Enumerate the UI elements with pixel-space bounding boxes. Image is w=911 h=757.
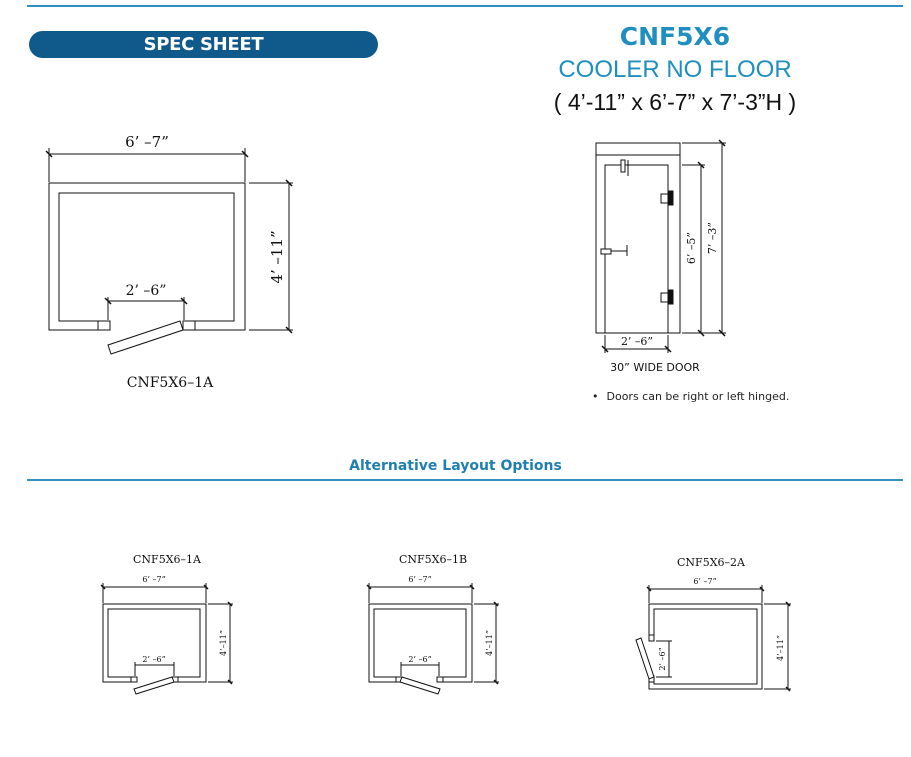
alt-1a-door-label: 2’ –6”	[142, 655, 165, 664]
alternative-layouts-heading: Alternative Layout Options	[349, 458, 562, 474]
alt-1b-caption: CNF5X6–1B	[399, 553, 467, 566]
alt-layout-2a: CNF5X6–2A 6’ –7” 2’ –6” 4’–11”	[635, 556, 791, 692]
front-elevation: 6’ –5” 7’ –3” 2’ –6”	[595, 139, 726, 353]
alt-1a-depth-label: 4’–11”	[219, 630, 228, 656]
elevation-height-label: 7’ –3”	[706, 222, 719, 254]
bullet-icon: •	[592, 390, 599, 403]
main-floor-plan: 6’ –7” 2’ –6” 4’ –11” CNF5X6–1A	[45, 133, 293, 391]
hinge-note-text: Doors can be right or left hinged.	[606, 390, 790, 403]
alt-2a-width-label: 6’ –7”	[693, 577, 716, 586]
alt-layout-1b: CNF5X6–1B 6’ –7” 2’ –6” 4’–11”	[366, 553, 499, 695]
hinge-note: • Doors can be right or left hinged.	[592, 390, 789, 403]
alt-1b-depth-label: 4’–11”	[485, 630, 494, 656]
alt-1b-door-label: 2’ –6”	[408, 655, 431, 664]
overall-dimensions: ( 4’-11” x 6’-7” x 7’-3”H )	[553, 89, 797, 115]
alt-2a-caption: CNF5X6–2A	[677, 556, 746, 569]
model-number: CNF5X6	[619, 22, 731, 51]
main-plan-caption: CNF5X6–1A	[127, 375, 214, 391]
alt-1b-width-label: 6’ –7”	[408, 575, 431, 584]
door-width-caption: 30” WIDE DOOR	[610, 361, 700, 374]
section-rule	[27, 479, 903, 481]
spec-sheet-badge: SPEC SHEET	[29, 31, 378, 58]
alt-2a-depth-label: 4’–11”	[776, 635, 785, 661]
top-rule	[27, 5, 903, 7]
alt-1a-caption: CNF5X6–1A	[133, 553, 202, 566]
elevation-door-width-label: 2’ –6”	[621, 335, 653, 348]
main-depth-label: 4’ –11”	[268, 230, 286, 283]
alt-layout-1a: CNF5X6–1A 6’ –7” 2’ –6” 4’–11”	[100, 553, 233, 695]
alt-2a-door-label: 2’ –6”	[658, 647, 667, 670]
alt-1a-width-label: 6’ –7”	[142, 575, 165, 584]
main-door-label: 2’ –6”	[126, 283, 167, 299]
product-subtitle: COOLER NO FLOOR	[558, 56, 792, 83]
main-width-label: 6’ –7”	[125, 133, 169, 151]
door-height-label: 6’ –5”	[685, 232, 698, 264]
